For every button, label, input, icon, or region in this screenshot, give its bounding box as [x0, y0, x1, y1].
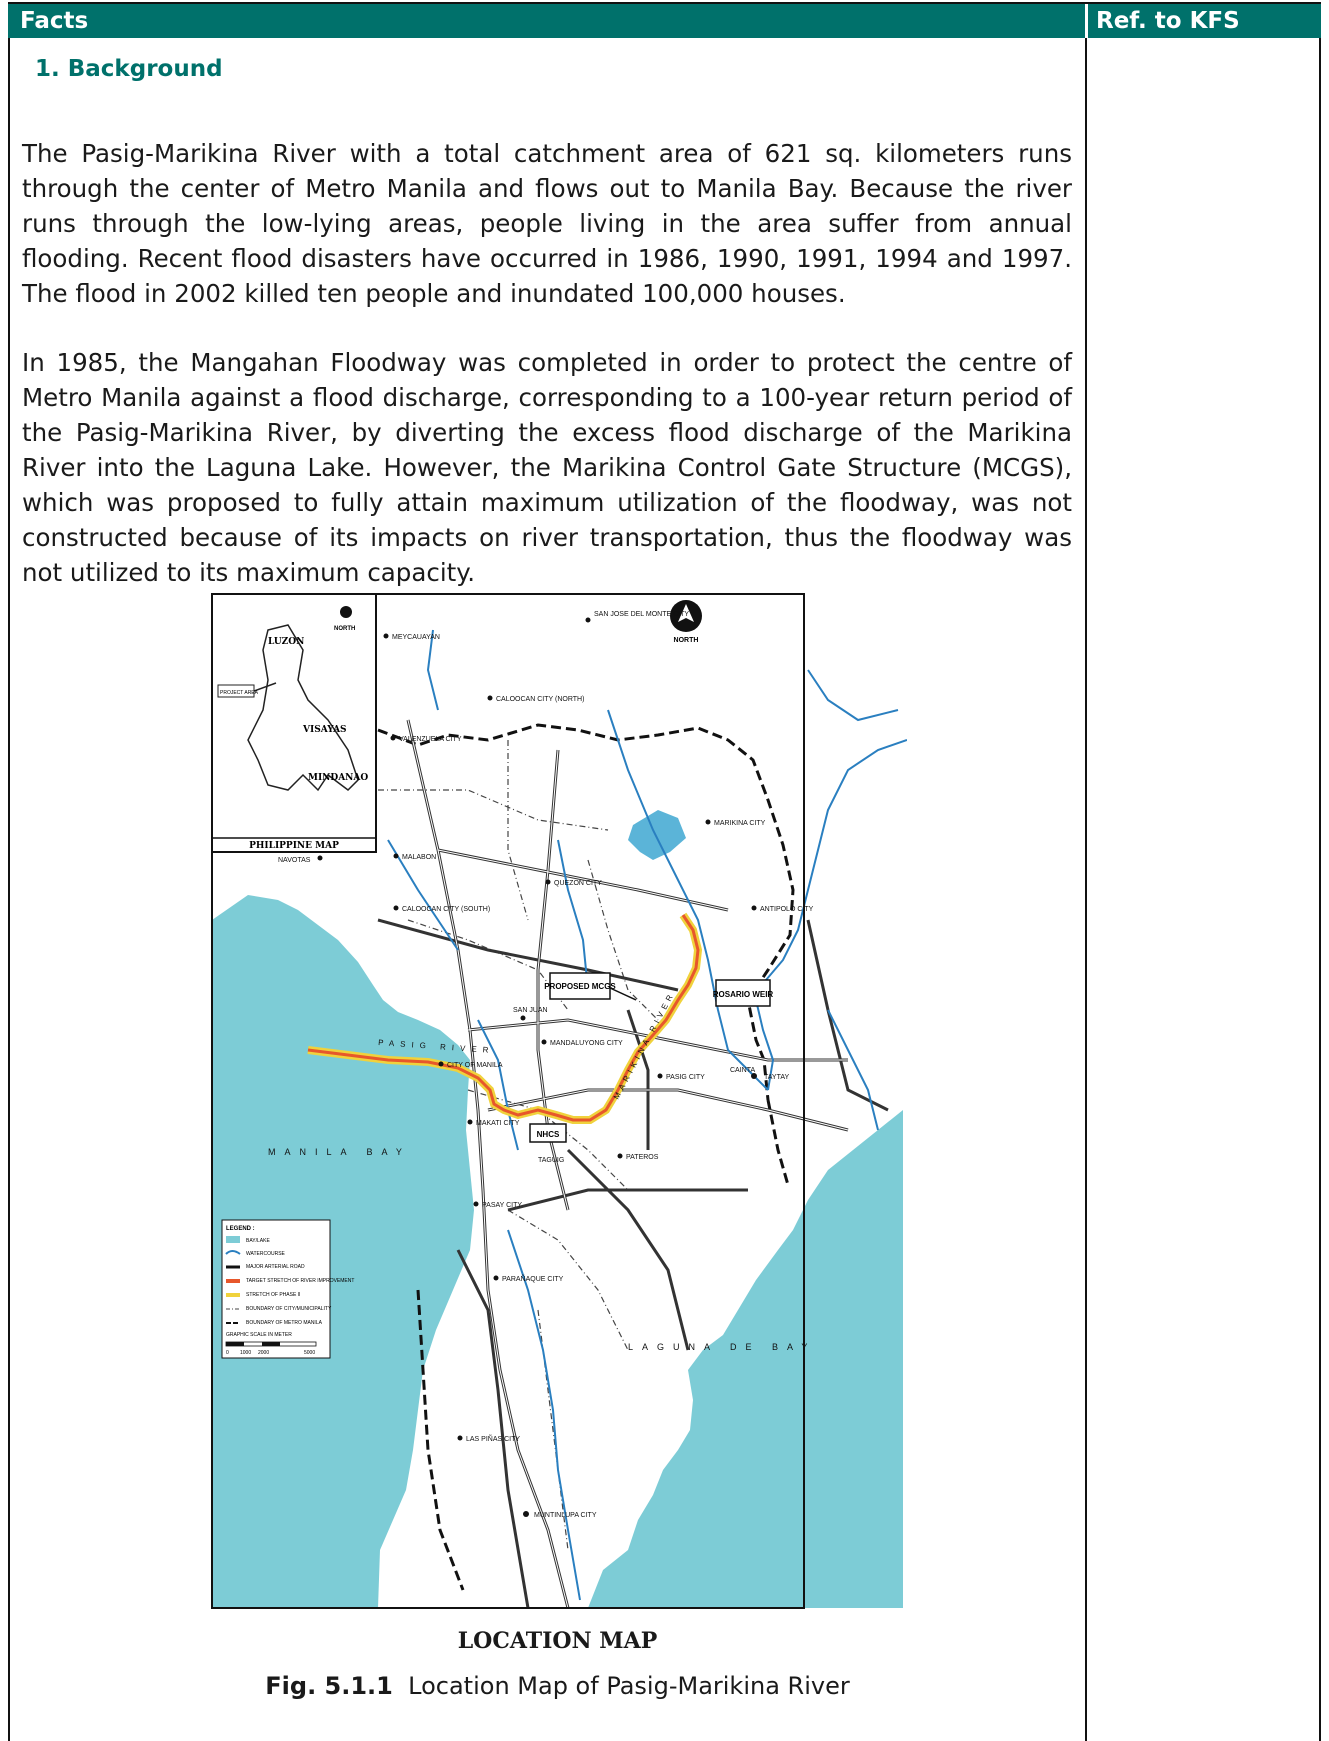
svg-text:BAY/LAKE: BAY/LAKE — [246, 1238, 270, 1244]
place-label: MALABON — [402, 854, 436, 861]
figure-caption: Fig. 5.1.1 Location Map of Pasig-Marikin… — [208, 1672, 907, 1700]
place-label: QUEZON CITY — [554, 880, 602, 887]
place-label: PARAÑAQUE CITY — [502, 1274, 564, 1283]
inset-title: PHILIPPINE MAP — [249, 841, 339, 851]
table-left-border — [8, 38, 10, 1741]
inset-label-luzon: LUZON — [268, 637, 304, 647]
svg-text:PROPOSED MCGS: PROPOSED MCGS — [544, 982, 616, 991]
place-label: TAYTAY — [764, 1074, 789, 1081]
place-label: NAVOTAS — [278, 857, 311, 864]
table-column-divider — [1085, 38, 1087, 1741]
svg-text:2000: 2000 — [258, 1350, 269, 1356]
place-label: ANTIPOLO CITY — [760, 906, 814, 913]
place-label: CAINTA — [730, 1067, 755, 1074]
svg-text:STRETCH OF PHASE II: STRETCH OF PHASE II — [246, 1292, 300, 1298]
place-labels: SAN JOSE DEL MONTE CITY MEYCAUAYAN CALOO… — [278, 611, 814, 1519]
place-label: PASAY CITY — [482, 1202, 522, 1209]
watercourses — [387, 629, 908, 1601]
north-label: NORTH — [674, 637, 699, 644]
inset-label-project-area: PROJECT AREA — [220, 690, 259, 696]
svg-text:5000: 5000 — [304, 1350, 315, 1356]
inset-label-north: NORTH — [334, 626, 355, 632]
ref-kfs-column-header: Ref. to KFS — [1088, 4, 1321, 38]
place-label: CITY OF MANILA — [447, 1062, 503, 1069]
place-label: MUNTINLUPA CITY — [534, 1512, 597, 1519]
place-label: CALOOCAN CITY (SOUTH) — [402, 906, 490, 913]
svg-text:BOUNDARY OF METRO MANILA: BOUNDARY OF METRO MANILA — [246, 1320, 323, 1326]
facts-column-header: Facts — [8, 4, 1085, 38]
callout-proposed-mcgs: PROPOSED MCGS — [544, 972, 637, 1001]
callout-nhcs: NHCS — [529, 1123, 567, 1143]
place-label: CALOOCAN CITY (NORTH) — [496, 696, 584, 703]
place-label: MANDALUYONG CITY — [550, 1040, 623, 1047]
reservoir — [628, 810, 686, 860]
place-label: SAN JUAN — [513, 1007, 548, 1014]
svg-text:NHCS: NHCS — [537, 1130, 560, 1139]
svg-text:ROSARIO WEIR: ROSARIO WEIR — [713, 990, 774, 999]
map-frame — [211, 593, 805, 1609]
map-title: LOCATION MAP — [457, 1628, 658, 1654]
place-label: VALENZUELA CITY — [399, 736, 462, 743]
svg-text:WATERCOURSE: WATERCOURSE — [246, 1251, 286, 1257]
figure-caption-text: Location Map of Pasig-Marikina River — [408, 1672, 850, 1700]
philippine-map-inset: LUZON VISAYAS MINDANAO PROJECT AREA NORT… — [211, 593, 377, 853]
svg-text:0: 0 — [226, 1350, 229, 1356]
svg-text:TARGET STRETCH OF RIVER IMPROV: TARGET STRETCH OF RIVER IMPROVEMENT — [246, 1278, 354, 1284]
target-river-red — [307, 914, 700, 1122]
map-legend: LEGEND : BAY/LAKE WATERCOURSE MAJOR ARTE… — [221, 1219, 354, 1359]
svg-text:1000: 1000 — [240, 1350, 251, 1356]
place-label: MEYCAUAYAN — [392, 634, 440, 641]
svg-text:MAJOR ARTERIAL ROAD: MAJOR ARTERIAL ROAD — [246, 1264, 305, 1270]
place-label: PASIG CITY — [666, 1074, 705, 1081]
svg-text:GRAPHIC SCALE IN METER: GRAPHIC SCALE IN METER — [226, 1332, 292, 1338]
water-label-laguna-de-bay: LAGUNA DE BAY — [628, 1342, 816, 1352]
major-roads-inner — [407, 719, 849, 1609]
place-label: PATEROS — [626, 1154, 659, 1161]
svg-text:BOUNDARY OF CITY/MUNICIPALITY: BOUNDARY OF CITY/MUNICIPALITY — [246, 1306, 332, 1312]
place-label: LAS PIÑAS CITY — [466, 1434, 520, 1443]
place-label: MAKATI CITY — [476, 1120, 520, 1127]
table-right-border — [1319, 38, 1321, 1741]
place-label: TAGUIG — [538, 1157, 564, 1164]
callout-rosario-weir: ROSARIO WEIR — [713, 979, 774, 1007]
svg-text:LEGEND :: LEGEND : — [226, 1226, 255, 1232]
water-label-manila-bay: MANILA BAY — [268, 1147, 411, 1157]
place-label: SAN JOSE DEL MONTE CITY — [594, 611, 689, 618]
section-heading: 1. Background — [35, 56, 223, 82]
inset-label-visayas: VISAYAS — [302, 725, 347, 735]
paragraph-2: In 1985, the Mangahan Floodway was compl… — [22, 348, 1072, 587]
figure-number: Fig. 5.1.1 — [265, 1672, 393, 1700]
location-map-figure: LUZON VISAYAS MINDANAO PROJECT AREA NORT… — [208, 590, 908, 1610]
paragraph-1: The Pasig-Marikina River with a total ca… — [22, 139, 1072, 308]
place-label: MARIKINA CITY — [714, 820, 766, 827]
laguna-de-bay — [588, 1110, 903, 1608]
manila-bay — [212, 895, 474, 1608]
north-arrow-icon: NORTH — [670, 600, 702, 644]
inset-label-mindanao: MINDANAO — [308, 773, 368, 783]
table-top-border — [8, 2, 1321, 4]
inset-north-icon — [340, 606, 352, 618]
